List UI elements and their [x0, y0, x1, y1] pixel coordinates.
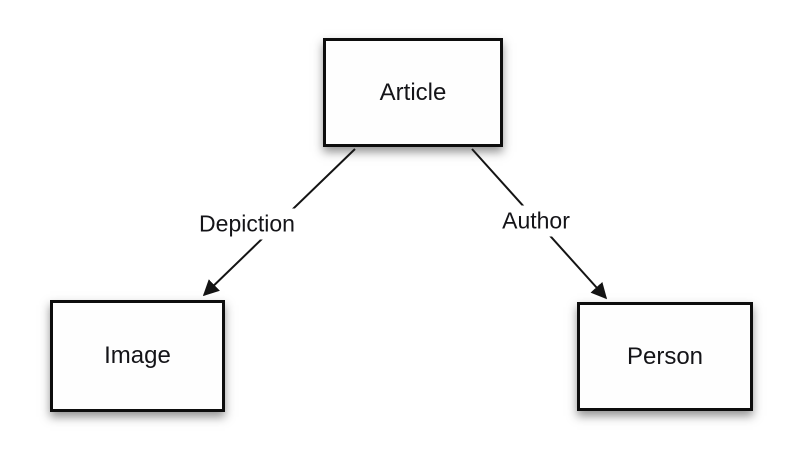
node-article: Article — [323, 38, 503, 147]
node-person-label: Person — [626, 342, 704, 370]
node-person: Person — [577, 302, 753, 411]
node-article-label: Article — [379, 78, 447, 106]
node-image-label: Image — [104, 342, 171, 369]
node-image: Image — [50, 300, 225, 412]
edge-label-depiction: Depiction — [191, 208, 303, 240]
edge-label-author: Author — [494, 205, 578, 237]
